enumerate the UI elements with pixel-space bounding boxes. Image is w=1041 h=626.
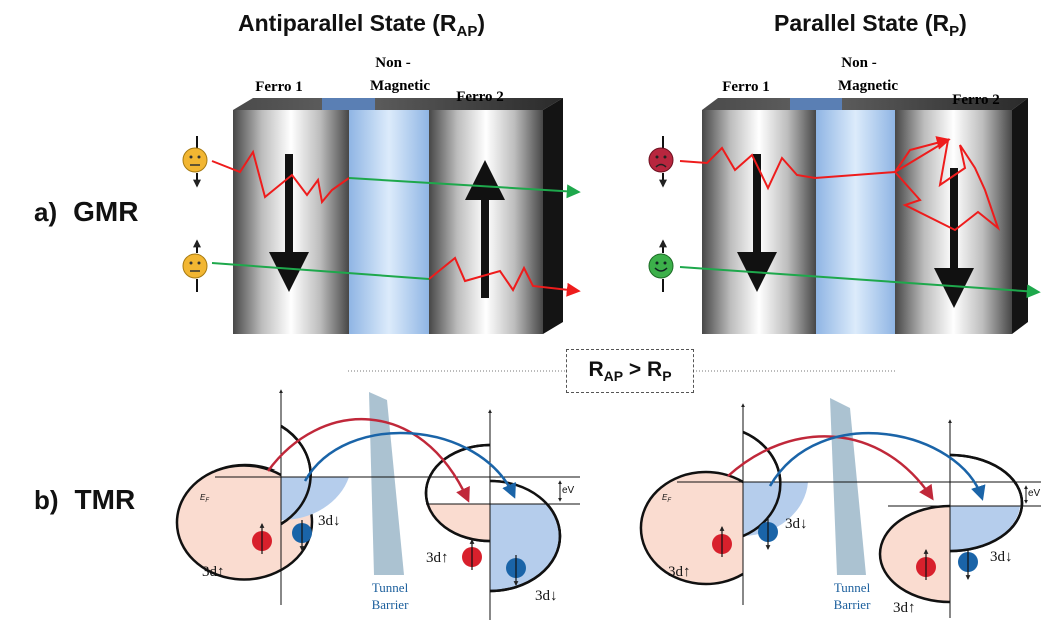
- dos-down-label: 3d↓: [785, 516, 808, 532]
- gmr-parallel-stack: [679, 98, 1041, 334]
- dos-down-label: 3d↓: [535, 588, 558, 604]
- layer-labels-parallel: Ferro 1 Non - Magnetic Ferro 2: [722, 55, 1000, 108]
- straight-path: [679, 266, 1041, 299]
- ev-label: eV: [1028, 488, 1041, 499]
- fermi-label: EF: [662, 493, 671, 504]
- nonmagnetic-label: Magnetic: [370, 78, 430, 94]
- electron-spin-up-face-happy: [648, 239, 674, 292]
- tmr-antiparallel-dos: EF eV 3d↑ 3d↓ 3d↑ 3d↓ Tunnel Barrier: [175, 389, 580, 620]
- ferro1-label: Ferro 1: [255, 79, 303, 95]
- tunnel-barrier-label: Barrier: [834, 597, 871, 612]
- straight-path: [348, 177, 581, 199]
- tmr-parallel-dos: EF eV 3d↑ 3d↓ 3d↑ 3d↓ Tunnel Barrier: [639, 398, 1041, 618]
- tunnel-barrier-label: Tunnel: [372, 580, 409, 595]
- dos-up-label: 3d↑: [668, 564, 691, 580]
- nonmagnetic-label: Magnetic: [838, 78, 898, 94]
- tunnel-barrier-label: Barrier: [372, 597, 409, 612]
- dos-up-label: 3d↑: [893, 600, 916, 616]
- tunnel-barrier: [830, 398, 866, 575]
- nonmagnetic-label: Non -: [375, 55, 410, 71]
- dos-down-label: 3d↓: [318, 513, 341, 529]
- ferro2-label: Ferro 2: [456, 89, 504, 105]
- dos-down-label: 3d↓: [990, 549, 1013, 565]
- row-label-tmr: b)TMR: [34, 484, 136, 515]
- row-label-gmr: a)GMR: [34, 196, 139, 227]
- resistance-inequality: RAP > RP: [566, 349, 694, 393]
- electron-spin-up-face: [182, 239, 208, 292]
- header-antiparallel: Antiparallel State (RAP): [238, 10, 486, 40]
- tunnel-barrier: [369, 392, 404, 575]
- tunnel-barrier-label: Tunnel: [834, 580, 871, 595]
- scatter-path: [679, 136, 951, 191]
- scatter-path: [428, 256, 581, 297]
- dos-up-label: 3d↑: [426, 550, 449, 566]
- header-parallel: Parallel State (RP): [774, 10, 967, 40]
- scatter-loop: [893, 138, 1001, 232]
- ev-label: eV: [562, 485, 575, 496]
- dos-up-label: 3d↑: [202, 564, 225, 580]
- gmr-antiparallel-stack: [211, 98, 581, 334]
- electron-spin-down-face-sad: [648, 136, 674, 188]
- scatter-path: [211, 149, 350, 205]
- nonmagnetic-label: Non -: [841, 55, 876, 71]
- electron-spin-down-face: [182, 136, 208, 188]
- straight-path: [211, 262, 430, 280]
- ferro1-label: Ferro 1: [722, 79, 770, 95]
- fermi-label: EF: [200, 493, 209, 504]
- ferro2-label: Ferro 2: [952, 92, 1000, 108]
- layer-labels-antiparallel: Ferro 1 Non - Magnetic Ferro 2: [255, 55, 504, 105]
